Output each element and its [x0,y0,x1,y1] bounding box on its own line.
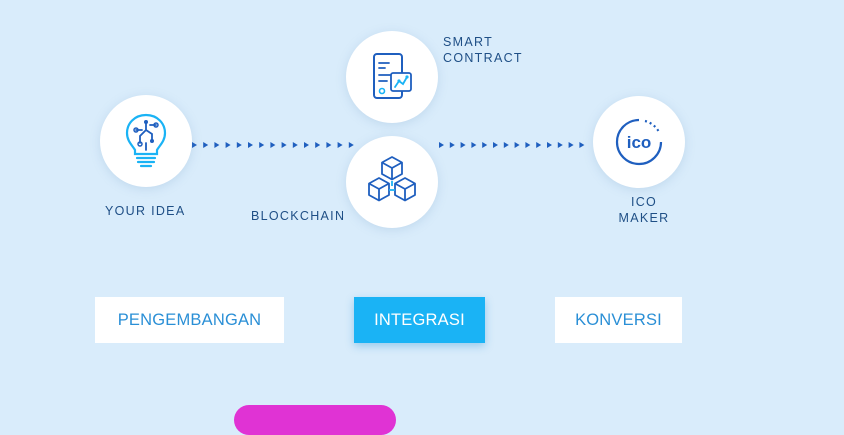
blockchain-label: BLOCKCHAIN [251,209,346,223]
lightbulb-circuit-icon [125,113,167,168]
ico-maker-label-line1: ICO [630,195,658,209]
flow-arrowhead [493,142,498,148]
flow-arrowhead [248,142,253,148]
contract-document-icon [373,53,412,99]
flow-arrowhead [514,142,520,148]
flow-arrowhead [439,142,444,148]
smart-contract-node [346,31,438,123]
flow-arrowhead [259,142,265,148]
flow-arrowhead [236,142,242,148]
your-idea-node [100,95,192,187]
flow-arrowhead [471,142,477,148]
flow-arrowhead [315,142,321,148]
tab-integrasi[interactable]: INTEGRASI [354,297,485,343]
flow-arrowhead [270,142,276,148]
flow-arrowhead [449,142,455,148]
cta-button[interactable] [234,405,396,435]
flow-arrowhead [460,142,466,148]
flow-arrowhead [225,142,231,148]
flow-arrowhead [292,142,298,148]
ico-maker-node: ico [593,96,685,188]
flow-arrowhead [281,142,287,148]
flow-arrowhead [304,142,309,148]
ico-badge-icon: ico [615,118,663,166]
flow-arrowhead [326,142,332,148]
flow-arrowhead [536,142,542,148]
flow-arrowhead [579,142,585,148]
flow-arrowhead [557,142,563,148]
ico-maker-label-line2: MAKER [618,211,670,225]
flow-arrowhead [482,142,488,148]
flow-arrowhead [547,142,552,148]
ico-badge-text: ico [627,133,652,152]
smart-contract-label-line2: CONTRACT [443,51,523,65]
smart-contract-label: SMART CONTRACT [443,34,523,66]
ico-maker-label: ICO MAKER [609,194,679,226]
your-idea-label: YOUR IDEA [105,204,186,218]
flow-connector-right [439,142,585,148]
flow-arrowhead [503,142,509,148]
tab-pengembangan[interactable]: PENGEMBANGAN [95,297,284,343]
flow-arrowhead [192,142,197,148]
flow-arrowhead [203,142,209,148]
flow-arrowhead [568,142,574,148]
smart-contract-label-line1: SMART [443,35,494,49]
flow-connector-left [192,142,354,148]
flow-arrowhead [337,142,343,148]
blockchain-node [346,136,438,228]
flow-arrowhead [348,142,354,148]
flow-arrowhead [214,142,220,148]
tab-konversi[interactable]: KONVERSI [555,297,682,343]
blockchain-cubes-icon [368,156,416,202]
flow-arrowhead [525,142,531,148]
